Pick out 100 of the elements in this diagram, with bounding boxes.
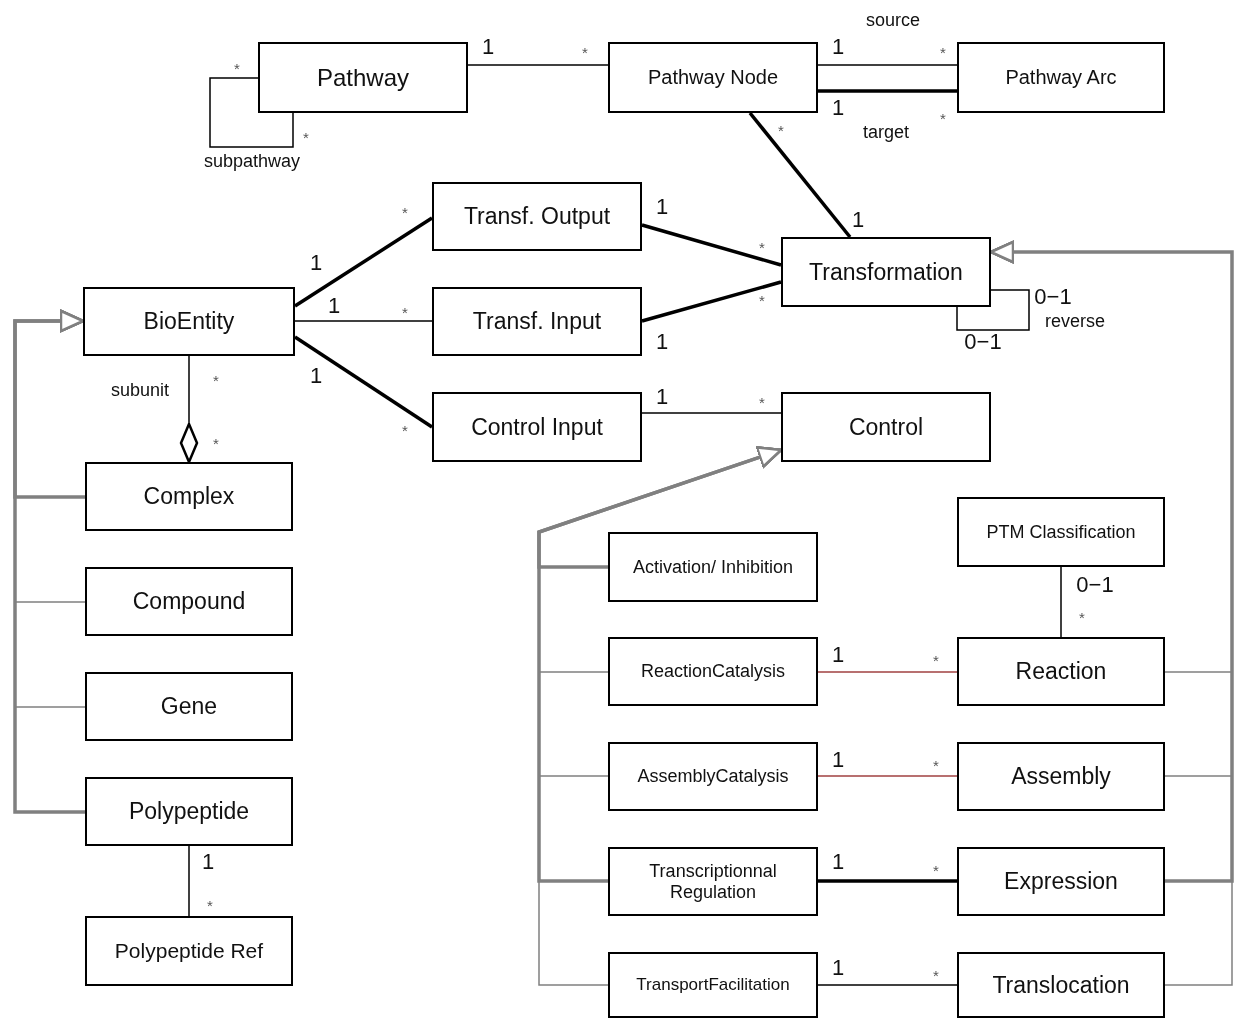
multiplicity: *: [759, 393, 765, 411]
class-box: [608, 742, 818, 811]
association-line: [641, 412, 782, 414]
multiplicity: 1: [309, 363, 323, 389]
multiplicity: *: [759, 238, 765, 256]
multiplicity: *: [303, 128, 309, 146]
role-name: subpathway: [203, 150, 301, 172]
association-line: [818, 89, 957, 93]
association-line: [294, 216, 433, 308]
multiplicity: *: [940, 43, 946, 61]
class-box: [85, 567, 293, 636]
class-box: [608, 637, 818, 706]
class-name: Translocation: [991, 971, 1131, 999]
multiplicity: *: [213, 434, 219, 452]
multiplicity: *: [213, 371, 219, 389]
class-box: [83, 287, 295, 356]
multiplicity: *: [933, 966, 939, 984]
class-name: Polypeptide Ref: [113, 938, 265, 964]
class-name: Polypeptide: [127, 798, 251, 825]
multiplicity: 1: [481, 34, 495, 60]
class-name: Pathway Node: [646, 66, 780, 89]
class-name: Pathway Arc: [1004, 66, 1118, 89]
multiplicity: 1: [831, 642, 845, 668]
multiplicity: *: [402, 203, 408, 221]
multiplicity: 1: [655, 384, 669, 410]
class-box: [432, 182, 642, 251]
class-name: Transf. Input: [471, 308, 603, 335]
generalization-arrow: [538, 446, 783, 986]
class-box: [957, 847, 1165, 916]
multiplicity: 1: [655, 329, 669, 355]
generalization-arrow: [13, 309, 85, 814]
class-box: [957, 742, 1165, 811]
class-name: ReactionCatalysis: [639, 661, 787, 682]
class-box: [957, 637, 1165, 706]
class-box: [781, 237, 991, 307]
multiplicity: 1: [309, 250, 323, 276]
role-name: target: [863, 121, 909, 143]
multiplicity: 1: [831, 849, 845, 875]
class-name: Control Input: [470, 413, 604, 441]
multiplicity: *: [402, 303, 408, 321]
multiplicity: *: [933, 651, 939, 669]
association-line: [817, 775, 958, 777]
multiplicity: 1: [831, 34, 845, 60]
multiplicity: *: [234, 59, 240, 77]
class-name: Reaction: [1014, 658, 1108, 685]
class-box: [432, 392, 642, 462]
multiplicity: *: [940, 109, 946, 127]
multiplicity: 1: [831, 95, 845, 121]
class-name: Compound: [131, 588, 247, 615]
multiplicity: 0−1: [1076, 572, 1114, 598]
class-box: [957, 42, 1165, 113]
multiplicity: 0−1: [964, 329, 1002, 355]
class-name: Gene: [159, 693, 219, 720]
class-name: TransportFacilitation: [635, 975, 791, 995]
multiplicity: 1: [655, 194, 669, 220]
class-name: Expression: [1003, 868, 1119, 895]
multiplicity: 0−1: [1034, 284, 1072, 310]
class-box: [85, 916, 293, 986]
class-name: Transf. Output: [462, 203, 612, 230]
class-box: [781, 392, 991, 462]
class-name: PTM Classification: [985, 521, 1137, 543]
class-box: [85, 462, 293, 531]
association-line: [467, 64, 609, 66]
multiplicity: *: [582, 43, 588, 61]
class-box: [957, 497, 1165, 567]
multiplicity: *: [933, 756, 939, 774]
class-name: BioEntity: [142, 308, 236, 335]
multiplicity: 1: [831, 955, 845, 981]
class-box: [85, 672, 293, 741]
multiplicity: *: [778, 121, 784, 139]
role-name: reverse: [1045, 310, 1105, 332]
multiplicity: 1: [327, 293, 341, 319]
class-name: Pathway: [315, 63, 411, 92]
multiplicity: 1: [831, 747, 845, 773]
association-line: [641, 223, 782, 267]
class-name: Transformation: [808, 258, 964, 286]
class-box: [608, 952, 818, 1018]
role-name: subunit: [111, 379, 169, 401]
multiplicity: *: [759, 291, 765, 309]
role-name: source: [866, 9, 920, 31]
association-line: [818, 879, 957, 883]
class-box: [432, 287, 642, 356]
association-line: [817, 64, 958, 66]
class-box: [258, 42, 468, 113]
class-box: [608, 532, 818, 602]
association-line: [817, 984, 958, 986]
association-line: [294, 335, 433, 429]
association-line: [188, 845, 190, 917]
class-name: Activation/ Inhibition: [631, 556, 795, 578]
association-line: [956, 289, 1030, 331]
class-name: Complex: [142, 483, 236, 510]
association-line: [294, 320, 433, 322]
multiplicity: *: [207, 896, 213, 914]
multiplicity: *: [1079, 608, 1085, 626]
class-box: [608, 847, 818, 916]
association-line: [1060, 566, 1062, 638]
class-name: Control: [847, 413, 925, 441]
class-box: [957, 952, 1165, 1018]
class-box: [608, 42, 818, 113]
association-line: [817, 671, 958, 673]
